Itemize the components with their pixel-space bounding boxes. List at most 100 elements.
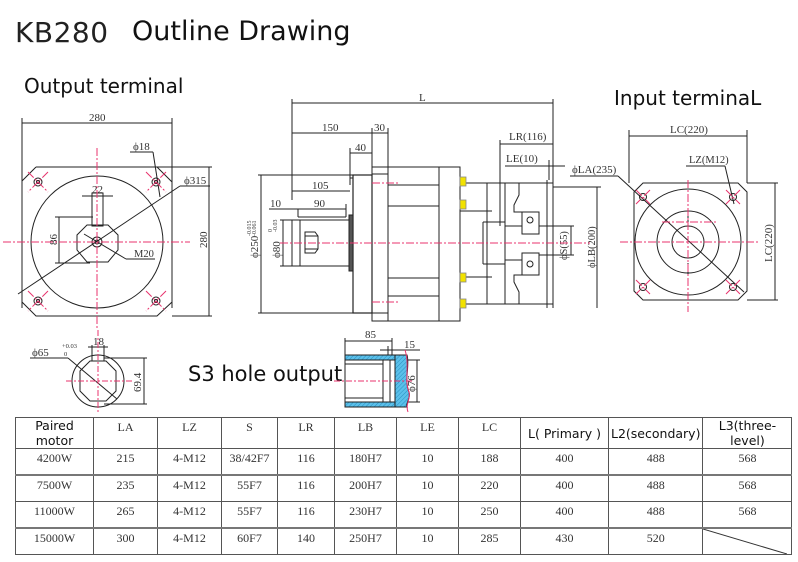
input-terminal-view: LC(220) LC(220) LZ(M12) bbox=[617, 124, 778, 301]
dim-10: 10 bbox=[270, 198, 282, 210]
cell: 116 bbox=[277, 501, 335, 529]
cell: 140 bbox=[277, 527, 335, 555]
dim-30: 30 bbox=[374, 122, 386, 134]
cell: 10 bbox=[396, 527, 459, 555]
pcd-label: ϕ315 bbox=[184, 175, 207, 187]
dim-key-86: 86 bbox=[48, 234, 60, 246]
cell: 520 bbox=[607, 527, 704, 555]
cell: 11000W bbox=[15, 501, 94, 529]
cell: 180H7 bbox=[334, 448, 397, 476]
side-centerlines bbox=[280, 182, 590, 303]
keyway-centerlines bbox=[66, 330, 132, 412]
cell: 7500W bbox=[15, 474, 94, 502]
col-la: LA bbox=[93, 417, 158, 449]
le-label: LE(10) bbox=[506, 153, 538, 165]
flange-bolts bbox=[459, 176, 467, 309]
cell: 230H7 bbox=[334, 501, 397, 529]
cell: 4-M12 bbox=[157, 501, 222, 529]
model-code: KB280 bbox=[15, 16, 109, 49]
col-le: LE bbox=[396, 417, 459, 449]
cell: 250H7 bbox=[334, 527, 397, 555]
bolt-icon bbox=[459, 272, 467, 283]
bolt-icon bbox=[459, 298, 467, 309]
flange-tol-lower: -0.061 bbox=[252, 221, 258, 237]
page-title: Outline Drawing bbox=[132, 16, 351, 47]
cell: 4-M12 bbox=[157, 527, 222, 555]
cell-not-applicable bbox=[702, 527, 793, 555]
dim-height-280: 280 bbox=[198, 231, 210, 248]
cell: 4-M12 bbox=[157, 474, 222, 502]
col-lr: LR bbox=[277, 417, 335, 449]
cell: 10 bbox=[396, 448, 459, 476]
spec-table: Paired motor LA LZ S LR LB LE LC L( Prim… bbox=[15, 417, 793, 555]
bolt-icon bbox=[459, 199, 467, 210]
col-l2-secondary: L2(secondary) bbox=[607, 417, 704, 449]
cell: 116 bbox=[277, 448, 335, 476]
shaft-tol-upper: 0 bbox=[268, 229, 274, 232]
cell: 400 bbox=[520, 501, 609, 529]
cell: 4200W bbox=[15, 448, 94, 476]
table-row: 15000W 300 4-M12 60F7 140 250H7 10 285 4… bbox=[15, 527, 793, 555]
dim-105: 105 bbox=[312, 180, 329, 192]
output-terminal-view: 280 280 22 86 M20 ϕ315 ϕ18 bbox=[17, 112, 212, 317]
bolt-icon bbox=[459, 176, 467, 187]
key-dia-label: ϕ65 bbox=[32, 347, 49, 359]
cell: 215 bbox=[93, 448, 158, 476]
s3-centerline bbox=[334, 349, 412, 413]
input-centerlines bbox=[620, 180, 760, 312]
key-tol-lower: 0 bbox=[64, 351, 67, 358]
cell: 400 bbox=[520, 448, 609, 476]
lz-label: LZ(M12) bbox=[689, 155, 729, 166]
cell: 10 bbox=[396, 501, 459, 529]
cell: 116 bbox=[277, 474, 335, 502]
la-label: ϕLA(235) bbox=[572, 164, 617, 176]
col-s: S bbox=[221, 417, 278, 449]
s3-hole-output-label: S3 hole output bbox=[188, 362, 343, 386]
cell: 488 bbox=[607, 448, 704, 476]
cell: 430 bbox=[520, 527, 609, 555]
dim-150: 150 bbox=[322, 122, 339, 134]
lc-height-label: LC(220) bbox=[763, 224, 775, 262]
output-centerlines bbox=[3, 148, 190, 330]
cell: 488 bbox=[607, 501, 704, 529]
dim-overall-length: L bbox=[419, 92, 426, 104]
col-l-primary: L( Primary ) bbox=[520, 417, 609, 449]
lc-width-label: LC(220) bbox=[670, 124, 708, 136]
key-width-label: 18 bbox=[93, 336, 105, 348]
input-terminal-label: Input terminaL bbox=[614, 86, 762, 110]
cell: 4-M12 bbox=[157, 448, 222, 476]
col-l3-three-level: L3(three-level) bbox=[702, 417, 793, 449]
col-lz: LZ bbox=[157, 417, 222, 449]
cell: 488 bbox=[607, 474, 704, 502]
cell: 55F7 bbox=[221, 474, 278, 502]
outline-drawing: 280 280 22 86 M20 ϕ315 ϕ18 bbox=[3, 92, 778, 413]
cell: 188 bbox=[458, 448, 521, 476]
cell: 15000W bbox=[15, 527, 94, 555]
hole-dia-label: ϕ18 bbox=[133, 141, 150, 153]
s3-hole-detail: 85 15 ϕ76 bbox=[344, 329, 420, 408]
output-terminal-label: Output terminal bbox=[24, 74, 184, 98]
s3-dia-label: ϕ76 bbox=[406, 375, 418, 392]
key-tol-upper: +0.03 bbox=[62, 343, 77, 350]
side-view: L 150 30 40 bbox=[247, 92, 618, 322]
table-header-row: Paired motor LA LZ S LR LB LE LC L( Prim… bbox=[15, 417, 793, 449]
cell: 220 bbox=[458, 474, 521, 502]
diagonal-slash-icon bbox=[703, 529, 788, 554]
cell: 568 bbox=[702, 448, 793, 476]
cell: 400 bbox=[520, 474, 609, 502]
cell: 300 bbox=[93, 527, 158, 555]
cell: 10 bbox=[396, 474, 459, 502]
dim-width-280: 280 bbox=[89, 112, 106, 124]
flange-dia-label: ϕ250 bbox=[249, 235, 261, 258]
flange-tol-upper: -0.015 bbox=[247, 221, 253, 237]
cell: 38/42F7 bbox=[221, 448, 278, 476]
shaft-dia-label: ϕ80 bbox=[271, 241, 283, 258]
table-row: 4200W 215 4-M12 38/42F7 116 180H7 10 188… bbox=[15, 448, 793, 476]
cell: 285 bbox=[458, 527, 521, 555]
cell: 568 bbox=[702, 474, 793, 502]
cell: 200H7 bbox=[334, 474, 397, 502]
lb-label: ϕLB(200) bbox=[587, 226, 598, 268]
s-label: ϕS(55) bbox=[559, 231, 570, 260]
col-paired-motor: Paired motor bbox=[15, 417, 94, 449]
cell: 568 bbox=[702, 501, 793, 529]
